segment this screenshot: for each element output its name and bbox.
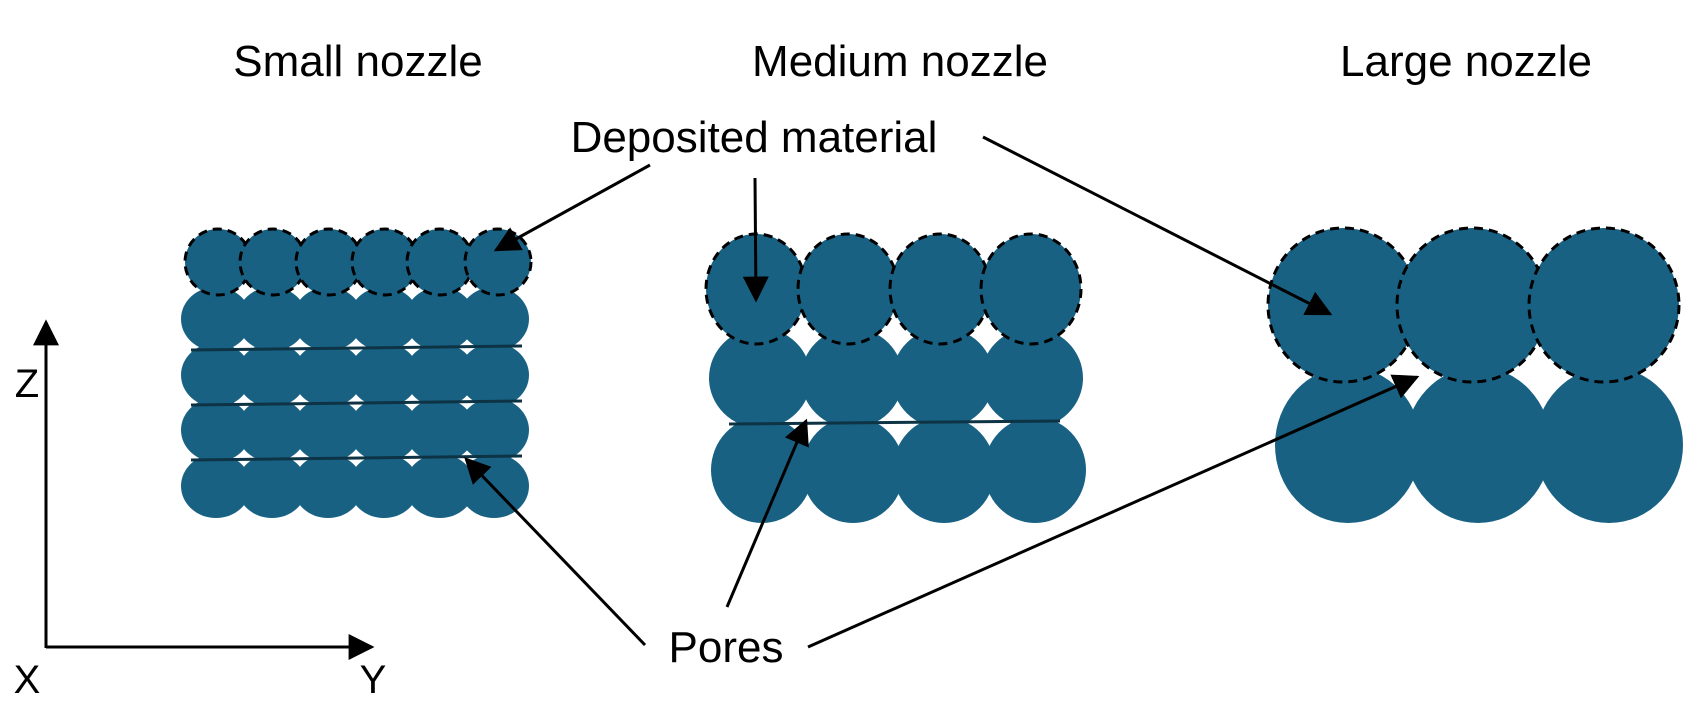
y-axis-label: Y xyxy=(360,658,387,702)
small-nozzle-top-layer xyxy=(183,227,533,297)
bead xyxy=(459,398,529,462)
medium-nozzle-top-layer xyxy=(704,232,1083,346)
bead xyxy=(892,328,994,428)
arrow-to-medium-top xyxy=(742,177,769,303)
bead xyxy=(459,287,529,351)
bead xyxy=(405,287,475,351)
pores-label: Pores xyxy=(669,623,784,672)
bead xyxy=(181,343,251,407)
bead xyxy=(349,398,419,462)
bead xyxy=(237,343,307,407)
bead xyxy=(349,287,419,351)
bead xyxy=(711,417,813,523)
bead xyxy=(237,454,307,518)
small-nozzle-heading: Small nozzle xyxy=(233,37,482,86)
bead xyxy=(293,287,363,351)
bead xyxy=(405,343,475,407)
deposited-bead xyxy=(463,227,533,297)
bead xyxy=(349,343,419,407)
bead xyxy=(181,454,251,518)
layer-interface xyxy=(728,419,1061,426)
bead xyxy=(984,417,1086,523)
bead xyxy=(405,398,475,462)
bead xyxy=(802,417,904,523)
bead xyxy=(981,328,1083,428)
bead xyxy=(1405,367,1551,523)
pores-arrows xyxy=(464,374,1420,649)
deposited-bead xyxy=(405,227,475,297)
deposited-bead xyxy=(888,232,992,346)
bead xyxy=(237,398,307,462)
bead xyxy=(709,328,811,428)
bead xyxy=(1535,367,1683,523)
bead xyxy=(237,287,307,351)
layer-interface xyxy=(190,344,523,352)
bead xyxy=(293,454,363,518)
z-axis-label: Z xyxy=(15,362,39,406)
large-nozzle-beads xyxy=(1275,367,1683,523)
large-nozzle-heading: Large nozzle xyxy=(1340,37,1592,86)
deposited-material-arrows xyxy=(493,135,1333,316)
bead xyxy=(293,398,363,462)
layer-interface xyxy=(190,454,523,462)
bead xyxy=(293,343,363,407)
x-axis-label: X xyxy=(14,658,41,702)
deposited-material-label: Deposited material xyxy=(571,113,938,162)
arrow-to-large-pore xyxy=(807,374,1420,649)
axes xyxy=(33,319,375,660)
deposited-bead xyxy=(1527,226,1681,384)
deposited-bead xyxy=(796,232,900,346)
deposited-bead xyxy=(1395,226,1549,384)
deposited-bead xyxy=(1266,226,1420,384)
medium-nozzle-heading: Medium nozzle xyxy=(752,37,1048,86)
bead xyxy=(801,328,903,428)
bead xyxy=(181,287,251,351)
layer-interface xyxy=(190,399,523,407)
bead xyxy=(893,417,995,523)
small-nozzle-layer-lines xyxy=(190,344,523,462)
bead xyxy=(459,343,529,407)
bead xyxy=(349,454,419,518)
bead xyxy=(181,398,251,462)
deposited-bead xyxy=(979,232,1083,346)
large-nozzle-top-layer xyxy=(1266,226,1681,384)
arrow-to-small-pore xyxy=(464,457,647,647)
bead xyxy=(1275,367,1421,523)
medium-nozzle-beads xyxy=(709,328,1086,523)
arrow-to-medium-pore xyxy=(725,418,809,608)
bead xyxy=(405,454,475,518)
arrow-to-small-top xyxy=(493,163,651,252)
arrow-to-large-top xyxy=(982,135,1333,316)
